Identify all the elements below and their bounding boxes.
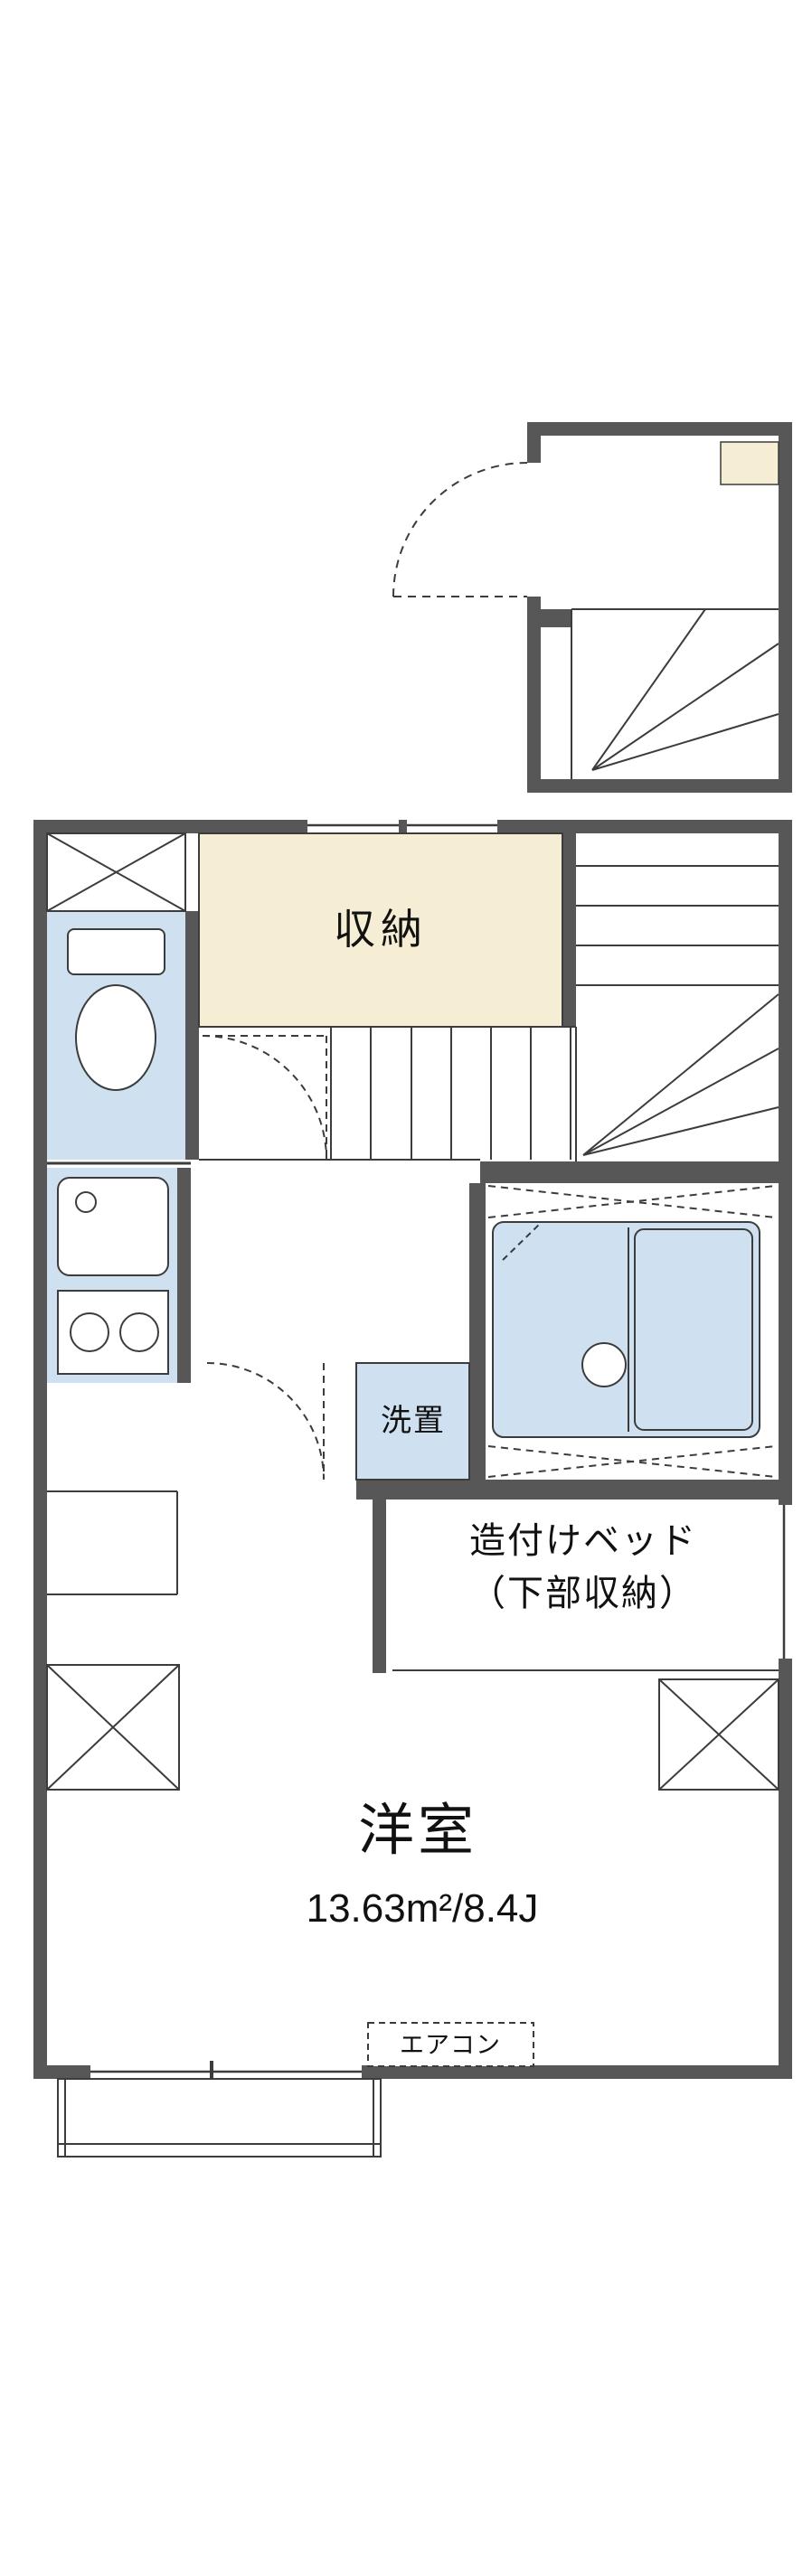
room-name-label: 洋室 [357,1800,478,1862]
interior-walls [177,833,792,1673]
wall-left [33,820,47,2079]
entrance-door-arc [392,462,528,597]
upper-unit-wall-left-top [527,422,541,463]
wall-top-left [33,820,307,833]
wall-bottom-left [33,2065,90,2079]
corner-box-left-diagonals [46,1664,180,1791]
stair-boundaries [199,1026,576,1161]
main-unit-walls [33,820,792,2084]
kitchen [47,1161,191,1383]
laundry-box [355,1362,470,1481]
storage-right-wall [562,833,576,1027]
upper-unit-wall-top [527,422,792,436]
balcony-rail [58,2079,381,2157]
upper-unit-wall-stub [527,609,572,627]
corner-box-left [46,1664,180,1791]
toilet-bowl [75,984,156,1091]
bath-door-mark [502,1223,541,1261]
wall-right-lower [779,1659,792,2079]
corner-box-top-left-diagonals [46,832,186,912]
kitchen-sink [57,1177,169,1276]
window-top-mullion [399,820,407,833]
stove-burner-left [70,1312,109,1352]
stair-treads-lower [330,1027,571,1160]
corner-box-right-diagonals [658,1678,779,1791]
bed-left-wall [373,1500,386,1673]
bath-top-wall [480,1161,792,1183]
kitchen-faucet [75,1191,97,1213]
toilet-tank [67,928,165,975]
aircon-box [367,2022,534,2067]
corner-box-right [658,1678,779,1791]
storage-room [198,832,563,1028]
bath-drain [581,1342,627,1387]
corner-box-top-left [46,832,186,912]
stove-burner-right [119,1312,159,1352]
laundry-label: 洗置 [381,1404,446,1438]
upper-stair-treads [571,608,779,779]
utility-box [720,441,779,485]
balcony [57,2078,382,2158]
kitchen-right-wall [177,1168,191,1383]
bath-left-wall [469,1183,486,1482]
stair-treads-upper [575,865,779,1161]
upper-unit-wall-left-bottom [527,597,541,793]
bed-label-line2: （下部収納） [469,1574,697,1613]
bathroom [487,1185,777,1478]
entrance-stair-unit [392,422,792,793]
wall-top-right [497,820,792,833]
bath-unit [492,1221,760,1438]
in-unit-staircase [199,865,779,1161]
storage-label: 収納 [334,906,428,953]
stair-winder-treads [582,993,779,1156]
bathroom-hatch [487,1185,777,1478]
bed-top-wall [356,1480,792,1500]
aircon-label: エアコン [400,2031,501,2059]
balcony-rect [57,2078,382,2158]
hall-door [206,1362,325,1481]
window-bottom-mullion [210,2061,213,2084]
wall-bottom-right [362,2065,792,2079]
bathtub [634,1228,753,1431]
hall-door-arc [206,1362,325,1481]
upper-unit-wall-right [779,422,792,793]
toilet-right-wall [185,911,199,1160]
room-area-label: 13.63m²/8.4J [306,1886,539,1931]
bed-label-line1: 造付けベッド [469,1521,697,1561]
stair-door-frame [203,1035,327,1160]
fridge-space-lines [47,1490,178,1595]
toilet-room [47,910,185,1160]
upper-unit-wall-bottom [527,779,792,793]
stair-door-arc [202,1035,327,1161]
